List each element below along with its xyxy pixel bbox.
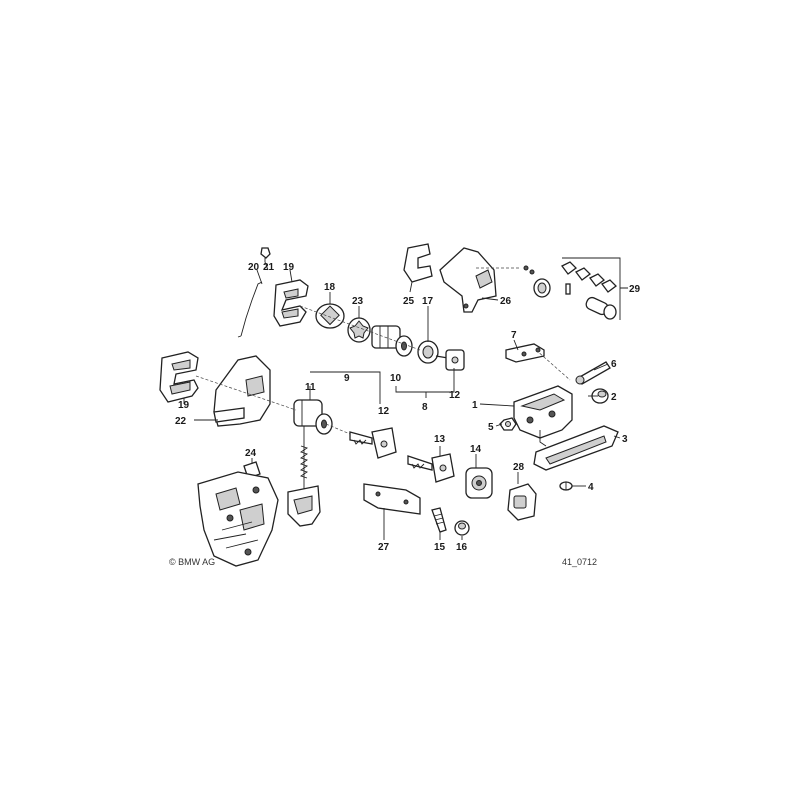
part-bracket-19-upper xyxy=(273,279,309,327)
part-washer-18 xyxy=(315,303,345,329)
callout-26: 26 xyxy=(500,296,512,307)
callout-28: 28 xyxy=(513,462,525,473)
callout-14: 14 xyxy=(470,444,482,455)
part-housing-1 xyxy=(513,385,573,447)
part-nut-5 xyxy=(499,417,517,431)
callout-15: 15 xyxy=(434,542,446,553)
part-washer-23 xyxy=(347,317,371,343)
callout-19-upper: 19 xyxy=(283,262,295,273)
part-latch-24 xyxy=(197,461,279,567)
callout-12-lower: 12 xyxy=(378,406,390,417)
part-screw-4 xyxy=(559,481,573,491)
part-cover-28 xyxy=(507,483,537,521)
part-pin-15 xyxy=(431,507,447,533)
part-cap-16 xyxy=(454,520,470,536)
callout-2: 2 xyxy=(611,392,617,403)
callout-22: 22 xyxy=(175,416,187,427)
callout-19-lower: 19 xyxy=(178,400,190,411)
figure-id-label: 41_0712 xyxy=(562,557,597,567)
callout-7: 7 xyxy=(511,330,517,341)
part-plate-7 xyxy=(505,343,545,363)
part-handle-3 xyxy=(533,425,619,471)
part-seal-17 xyxy=(417,340,439,364)
callout-11: 11 xyxy=(305,382,316,393)
leader-lines xyxy=(183,261,621,540)
part-bezel-14 xyxy=(465,467,493,499)
part-cylinder-10 xyxy=(371,325,413,357)
part-plate-27 xyxy=(363,483,421,515)
callout-27: 27 xyxy=(378,542,390,553)
part-key-12-lower xyxy=(349,427,397,459)
part-bracket-26 xyxy=(439,247,497,313)
callout-6: 6 xyxy=(611,359,617,370)
callout-29: 29 xyxy=(629,284,641,295)
part-clip-25 xyxy=(403,243,433,283)
callout-8: 8 xyxy=(422,402,428,413)
callout-20: 20 xyxy=(248,262,260,273)
callout-4: 4 xyxy=(588,482,594,493)
copyright-label: © BMW AG xyxy=(169,557,215,567)
alignment-lines xyxy=(195,267,571,435)
callout-24: 24 xyxy=(245,448,257,459)
part-cylinder-11 xyxy=(287,399,333,527)
callout-13: 13 xyxy=(434,434,446,445)
part-bracket-19-lower xyxy=(159,351,199,403)
callout-23: 23 xyxy=(352,296,364,307)
callout-1: 1 xyxy=(472,400,478,411)
part-rod-6 xyxy=(575,361,611,385)
part-set-29 xyxy=(523,257,628,320)
callout-3: 3 xyxy=(622,434,628,445)
callout-21: 21 xyxy=(263,262,275,273)
callouts: 20 21 19 18 23 25 17 26 29 7 6 9 10 11 2… xyxy=(175,262,641,553)
part-clip-21 xyxy=(260,247,271,262)
part-bracket-22 xyxy=(213,355,271,427)
callout-9: 9 xyxy=(344,373,350,384)
part-rod-20 xyxy=(237,281,263,338)
callout-10: 10 xyxy=(390,373,402,384)
part-key-12-upper xyxy=(435,349,465,371)
callout-16: 16 xyxy=(456,542,468,553)
callout-17: 17 xyxy=(422,296,434,307)
callout-18: 18 xyxy=(324,282,336,293)
callout-12-upper: 12 xyxy=(449,390,461,401)
callout-25: 25 xyxy=(403,296,415,307)
callout-5: 5 xyxy=(488,422,494,433)
part-key-13 xyxy=(407,453,455,483)
